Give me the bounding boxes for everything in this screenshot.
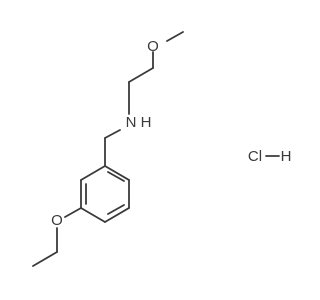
atom-n: N xyxy=(126,114,137,131)
bond-ethyl-methyl xyxy=(32,251,58,267)
ring-bond-6 xyxy=(80,165,106,181)
ring-bond-1 xyxy=(104,165,130,181)
ring-double-bond-2 xyxy=(107,204,125,215)
atom-h-on-n: H xyxy=(141,114,152,131)
structure-canvas: O N H O Cl H xyxy=(32,31,292,267)
atom-o-methoxy: O xyxy=(147,38,159,55)
bond-methyl-o xyxy=(166,31,184,42)
ring-double-bond-1 xyxy=(107,171,125,182)
bond-ch2-ch2 xyxy=(128,67,154,83)
atom-h-salt: H xyxy=(281,148,292,165)
ring-bond-3 xyxy=(104,207,130,223)
atom-o-ethoxy: O xyxy=(51,212,63,229)
bond-n-benzyl xyxy=(104,129,121,139)
atom-cl: Cl xyxy=(248,148,262,165)
bond-ring-o xyxy=(64,207,82,218)
molecule-drawing: O N H O Cl H xyxy=(32,31,292,267)
ring-bond-4 xyxy=(80,207,106,223)
